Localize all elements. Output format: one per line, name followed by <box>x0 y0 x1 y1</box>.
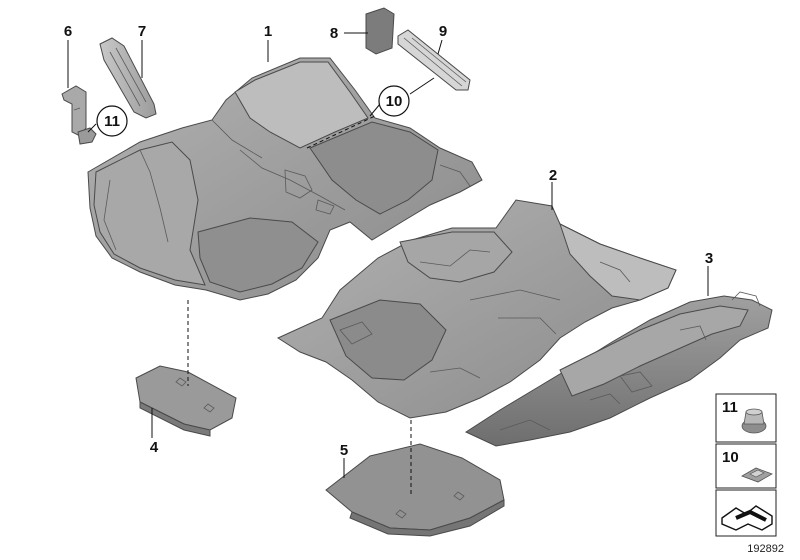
legend-panel: 11 10 <box>715 393 777 537</box>
callout-10: 10 <box>386 93 403 110</box>
mesh-strip-part <box>397 29 471 91</box>
floor-shape-icon <box>721 505 773 531</box>
reference-number: 192892 <box>747 543 784 555</box>
small-nut-part <box>77 127 97 145</box>
callout-5: 5 <box>340 442 348 459</box>
rear-floor-carpet <box>276 199 677 419</box>
support-bracket-part <box>61 85 87 137</box>
legend-label-10: 10 <box>722 449 739 466</box>
front-floor-carpet <box>87 57 483 301</box>
callout-3: 3 <box>705 250 713 267</box>
floor-panel-part <box>325 443 505 537</box>
storage-tray-part <box>135 365 237 437</box>
callout-9: 9 <box>439 23 447 40</box>
callout-10-circle <box>378 85 410 117</box>
callout-2: 2 <box>549 167 557 184</box>
callout-4: 4 <box>150 439 159 456</box>
small-pad-part <box>365 7 395 55</box>
callout-labels: 1 2 3 4 5 6 7 8 9 10 11 <box>64 23 713 459</box>
callout-11: 11 <box>104 113 120 130</box>
clip-icon <box>741 467 773 483</box>
callout-7: 7 <box>138 23 146 40</box>
leader-lines <box>67 32 709 496</box>
legend-box-10 <box>715 443 777 489</box>
tunnel-insulation <box>464 291 773 447</box>
sill-strip-part <box>99 37 157 119</box>
callout-8: 8 <box>330 25 338 42</box>
callout-11-circle <box>96 105 128 137</box>
callout-1: 1 <box>264 23 272 40</box>
callout-6: 6 <box>64 23 72 40</box>
legend-label-11: 11 <box>722 399 738 416</box>
nut-icon <box>741 408 767 434</box>
